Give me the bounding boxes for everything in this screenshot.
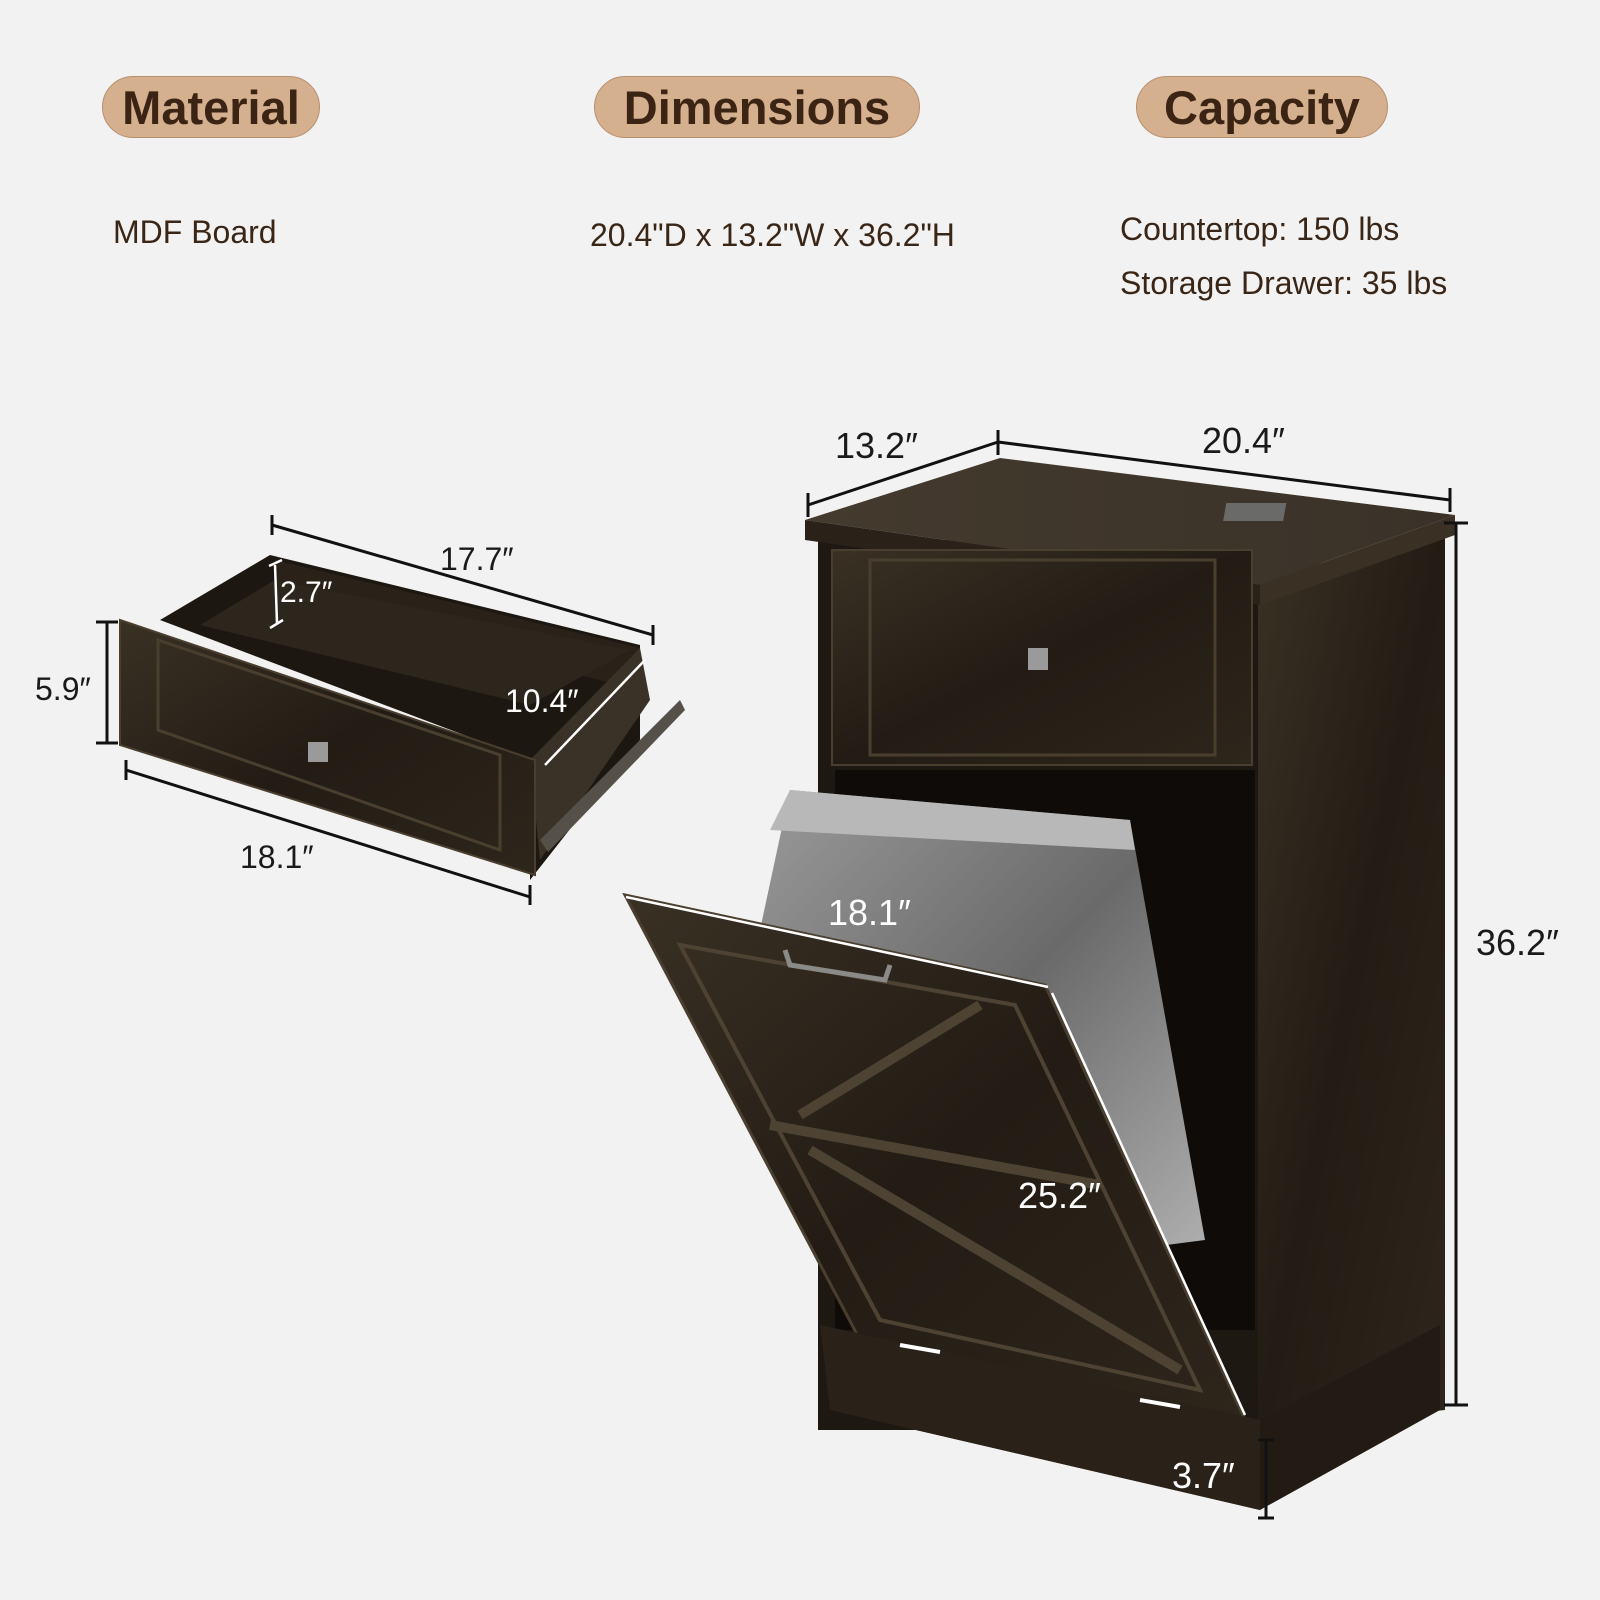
bin-width-label: 18.1″ (828, 892, 911, 933)
cabinet-height-label: 36.2″ (1476, 922, 1559, 963)
base-height-label: 3.7″ (1172, 1455, 1235, 1496)
charging-port-icon (1223, 503, 1287, 521)
drawer-illustration (119, 555, 685, 880)
drawer-inner-dimension-lines (268, 558, 646, 766)
cabinet-dimension-lines (806, 430, 1468, 1520)
capacity-drawer: Storage Drawer: 35 lbs (1120, 265, 1448, 301)
drawer-dimension-lines (96, 515, 655, 905)
door-handle-icon (782, 949, 893, 983)
drawer-knob-icon (308, 742, 328, 762)
capacity-countertop: Countertop: 150 lbs (1120, 211, 1400, 247)
drawer-height-label: 5.9″ (35, 671, 91, 707)
drawer-inner-depth-label: 2.7″ (280, 576, 333, 609)
door-dimension-lines (625, 895, 1247, 1416)
cabinet-illustration (622, 458, 1455, 1510)
cabinet-width-label: 13.2″ (835, 425, 918, 466)
dimensions-header-label: Dimensions (623, 80, 891, 134)
material-header-label: Material (122, 80, 300, 134)
capacity-header: Capacity (1136, 76, 1388, 138)
dimensions-header: Dimensions (594, 76, 920, 138)
cabinet-drawer-knob-icon (1028, 648, 1048, 670)
door-height-label: 25.2″ (1018, 1175, 1101, 1216)
drawer-length-top-label: 17.7″ (440, 541, 514, 577)
material-value: MDF Board (113, 214, 277, 250)
capacity-header-label: Capacity (1164, 80, 1360, 134)
cabinet-depth-label: 20.4″ (1202, 420, 1285, 461)
material-header: Material (102, 76, 320, 138)
drawer-inner-width-label: 10.4″ (505, 683, 579, 719)
dimensions-value: 20.4"D x 13.2"W x 36.2"H (590, 217, 955, 253)
drawer-length-front-label: 18.1″ (240, 839, 314, 875)
